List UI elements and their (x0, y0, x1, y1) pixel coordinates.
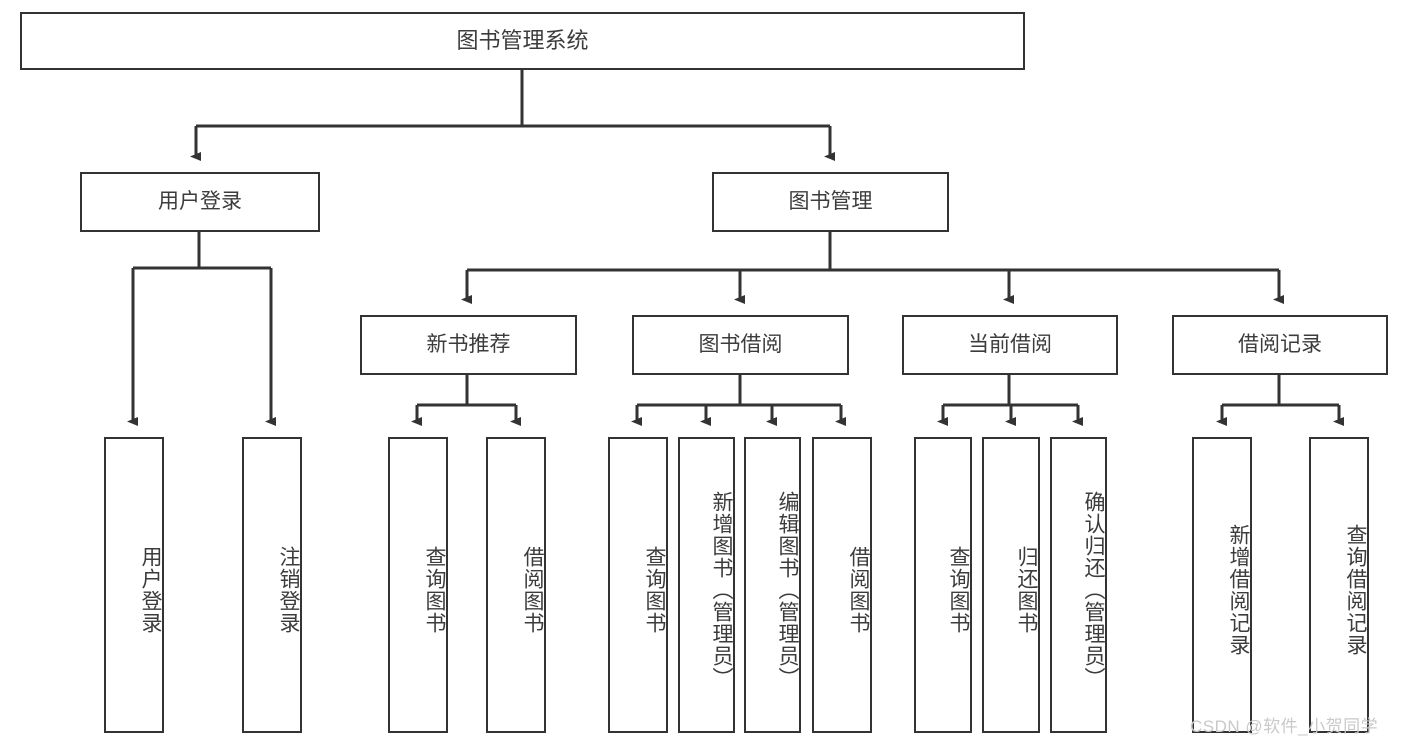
node-borrow-record[interactable]: 借阅记录 (1172, 315, 1388, 375)
node-book-borrow[interactable]: 图书借阅 (632, 315, 849, 375)
node-leaf-confirm-return[interactable]: 确认归还（管理员） (1050, 437, 1107, 733)
node-leaf-borrow-book-1[interactable]: 借阅图书 (486, 437, 546, 733)
node-leaf-query-book-1[interactable]: 查询图书 (388, 437, 448, 733)
node-leaf-borrow-book-2[interactable]: 借阅图书 (812, 437, 872, 733)
node-current-borrow[interactable]: 当前借阅 (902, 315, 1118, 375)
node-root-system[interactable]: 图书管理系统 (20, 12, 1025, 70)
node-leaf-add-book[interactable]: 新增图书（管理员） (678, 437, 735, 733)
node-leaf-edit-book[interactable]: 编辑图书（管理员） (744, 437, 801, 733)
node-user-login[interactable]: 用户登录 (80, 172, 320, 232)
node-new-book-recommend[interactable]: 新书推荐 (360, 315, 577, 375)
node-leaf-query-book-3[interactable]: 查询图书 (914, 437, 972, 733)
node-book-management[interactable]: 图书管理 (712, 172, 949, 232)
node-leaf-user-login[interactable]: 用户登录 (104, 437, 164, 733)
node-leaf-return-book[interactable]: 归还图书 (982, 437, 1040, 733)
node-leaf-query-record[interactable]: 查询借阅记录 (1309, 437, 1369, 733)
node-leaf-logout-login[interactable]: 注销登录 (242, 437, 302, 733)
node-leaf-add-record[interactable]: 新增借阅记录 (1192, 437, 1252, 733)
node-leaf-query-book-2[interactable]: 查询图书 (608, 437, 668, 733)
csdn-watermark: CSDN @软件_小贺同学 (1190, 717, 1379, 736)
